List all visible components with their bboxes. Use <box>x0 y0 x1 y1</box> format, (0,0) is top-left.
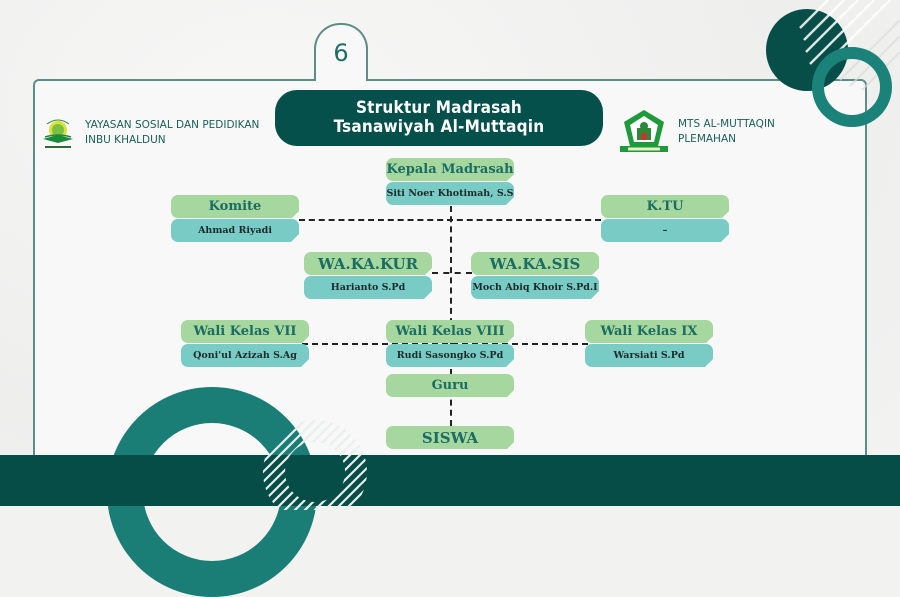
person-name: Moch Abiq Khoir S.Pd.I <box>471 276 599 299</box>
node-siswa: SISWA <box>386 426 514 449</box>
node-ktu: K.TU – <box>601 195 729 242</box>
footer-bar <box>0 455 900 506</box>
org-right-line-2: PLEMAHAN <box>678 133 736 145</box>
mts-logo-icon <box>620 110 668 152</box>
role-label: Wali Kelas IX <box>585 320 713 343</box>
node-komite: Komite Ahmad Riyadi <box>171 195 299 242</box>
person-name: Rudi Sasongko S.Pd <box>386 344 514 367</box>
person-name: Qoni'ul Azizah S.Ag <box>181 344 309 367</box>
slide-title: Struktur Madrasah Tsanawiyah Al-Muttaqin <box>275 90 603 146</box>
person-name: – <box>601 219 729 242</box>
node-kepala-madrasah: Kepala Madrasah Siti Noer Khotimah, S.S <box>386 158 514 205</box>
decorative-ring <box>812 47 892 127</box>
node-wali-kelas-7: Wali Kelas VII Qoni'ul Azizah S.Ag <box>181 320 309 367</box>
role-label: WA.KA.KUR <box>304 252 432 275</box>
org-right-line-1: MTS AL-MUTTAQIN <box>678 118 775 130</box>
connector-komite-ktu <box>299 219 601 221</box>
yayasan-logo-icon <box>43 119 73 148</box>
node-wakasis: WA.KA.SIS Moch Abiq Khoir S.Pd.I <box>471 252 599 299</box>
role-label: K.TU <box>601 195 729 218</box>
org-right: MTS AL-MUTTAQIN PLEMAHAN <box>618 108 775 156</box>
org-left-line-1: YAYASAN SOSIAL DAN PEDIDIKAN <box>85 119 260 131</box>
role-label: Wali Kelas VIII <box>386 320 514 343</box>
node-guru: Guru <box>386 374 514 397</box>
connector-main-vertical <box>450 206 452 426</box>
org-left-line-2: INBU KHALDUN <box>85 134 166 146</box>
title-line-1: Struktur Madrasah <box>355 98 523 118</box>
title-line-2: Tsanawiyah Al-Muttaqin <box>333 117 545 137</box>
node-wakakur: WA.KA.KUR Harianto S.Pd <box>304 252 432 299</box>
role-label: WA.KA.SIS <box>471 252 599 275</box>
person-name: Warsiati S.Pd <box>585 344 713 367</box>
role-label: Guru <box>386 374 514 397</box>
connector-waka <box>432 272 472 274</box>
person-name: Ahmad Riyadi <box>171 219 299 242</box>
node-wali-kelas-9: Wali Kelas IX Warsiati S.Pd <box>585 320 713 367</box>
node-wali-kelas-8: Wali Kelas VIII Rudi Sasongko S.Pd <box>386 320 514 367</box>
person-name: Harianto S.Pd <box>304 276 432 299</box>
page-number: 6 <box>314 23 368 81</box>
tab-joint <box>316 78 366 82</box>
role-label: Komite <box>171 195 299 218</box>
role-label: Wali Kelas VII <box>181 320 309 343</box>
role-label: Kepala Madrasah <box>386 158 514 181</box>
decorative-stripes-bottom <box>262 420 367 510</box>
org-left: YAYASAN SOSIAL DAN PEDIDIKAN INBU KHALDU… <box>39 115 259 151</box>
person-name: Siti Noer Khotimah, S.S <box>386 182 514 205</box>
role-label: SISWA <box>386 426 514 449</box>
